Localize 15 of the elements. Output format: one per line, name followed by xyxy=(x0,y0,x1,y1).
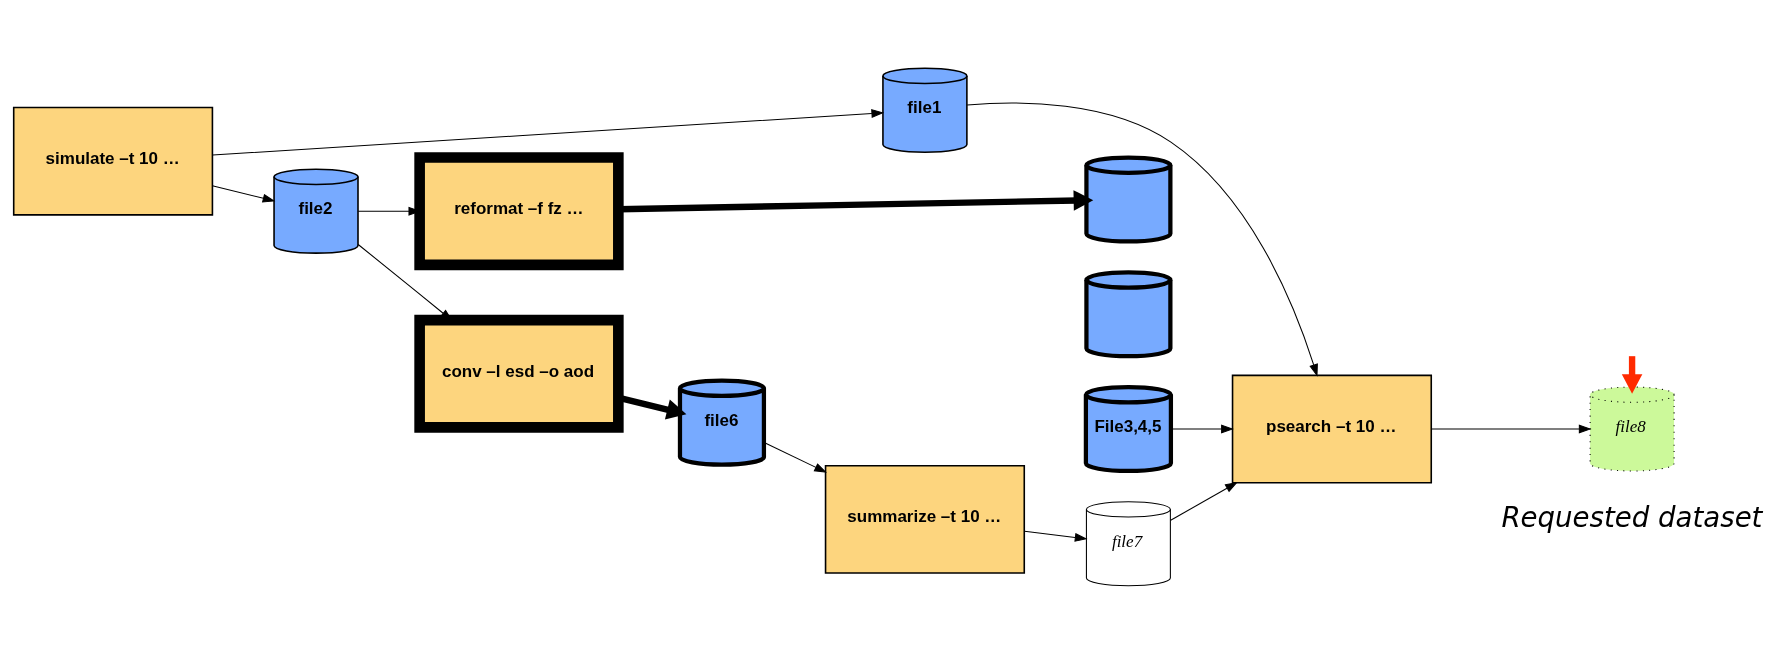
arrow xyxy=(1023,530,1088,542)
node-box: psearch –t 10 … xyxy=(1231,374,1433,483)
arrow xyxy=(1170,481,1238,521)
arrow xyxy=(966,102,1318,377)
node-box: conv –l esd –o aod xyxy=(414,314,624,433)
arrow xyxy=(211,184,276,203)
arrow xyxy=(1621,355,1643,394)
node-box: reformat –f fz … xyxy=(414,151,624,270)
arrow xyxy=(1170,424,1234,433)
node-label: Requested dataset xyxy=(1501,500,1763,534)
arrow xyxy=(1430,424,1592,433)
node-box: simulate –t 10 … xyxy=(12,106,214,216)
node-box: summarize –t 10 … xyxy=(824,464,1026,574)
arrow xyxy=(763,441,827,473)
arrow xyxy=(212,108,885,156)
